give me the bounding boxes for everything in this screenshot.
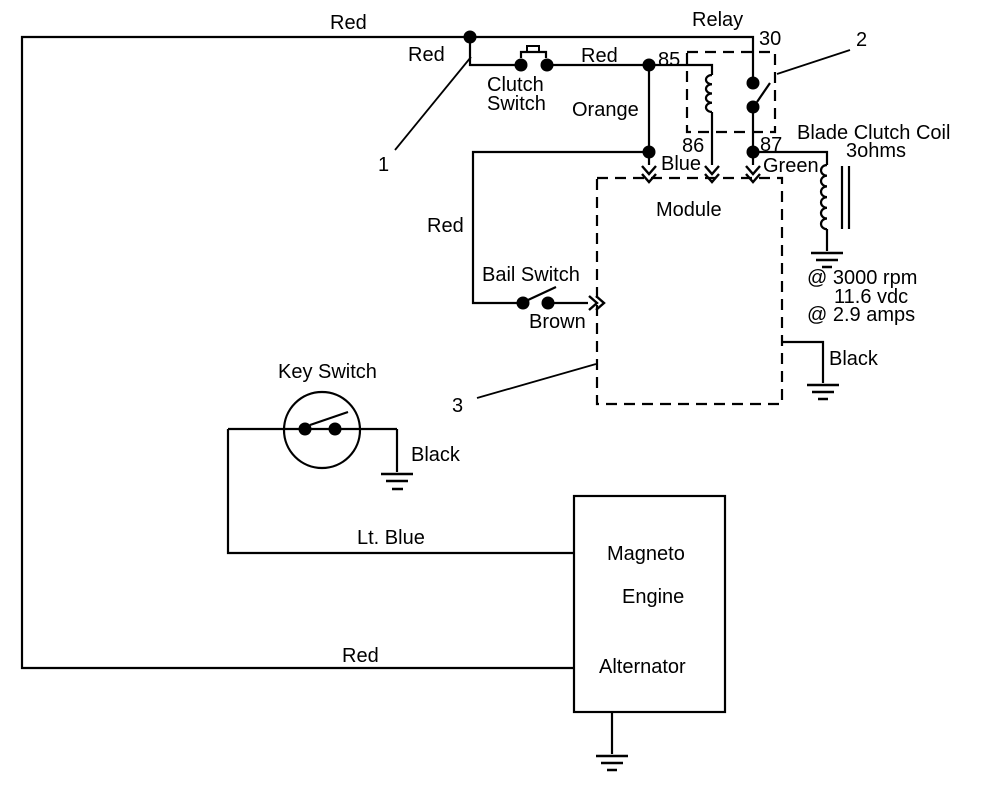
relay-contact-lever: [756, 82, 771, 103]
junction-dot-85: [642, 58, 656, 72]
arrow-86-into-module: [704, 165, 720, 184]
wire-label-red-left: Red: [427, 215, 464, 237]
relay-contact-bottom: [746, 100, 760, 114]
relay-terminal-30: 30: [759, 28, 782, 50]
relay-label: Relay: [692, 9, 744, 31]
blade-clutch-coil-label: Blade Clutch Coil: [797, 122, 951, 144]
wire-red-main-loop: [20, 35, 755, 670]
bail-switch-contact-left: [516, 296, 530, 310]
wire-label-blue: Blue: [661, 153, 702, 175]
key-switch-lever: [309, 410, 349, 427]
callout-2-line: [776, 49, 851, 75]
blade-clutch-coil-resistance: 3ohms: [846, 140, 907, 162]
arrow-green-into-module: [745, 165, 761, 184]
callout-1-line: [394, 56, 472, 151]
coil-spec-vdc: 11.6 vdc: [834, 286, 909, 308]
clutch-switch-contact-left: [514, 58, 528, 72]
wire-red-drop-to-clutch-switch: [468, 37, 515, 67]
ground-symbol-engine: [596, 754, 628, 772]
wire-label-red-bottom: Red: [342, 645, 379, 667]
wire-label-red-top: Red: [330, 12, 367, 34]
ground-symbol-blade-coil: [811, 251, 843, 269]
relay-terminal-86: 86: [682, 135, 705, 157]
arrow-blue-into-module: [641, 165, 657, 184]
clutch-switch-button-nub: [526, 45, 540, 53]
callout-1-label: 1: [378, 154, 390, 176]
callout-3-label: 3: [452, 395, 464, 417]
blade-coil-symbol: [819, 163, 829, 251]
clutch-switch-label-line2: Switch: [487, 93, 546, 115]
blade-coil-core-lines: [840, 166, 851, 229]
bail-switch-label: Bail Switch: [482, 264, 580, 286]
engine-label-line2: Engine: [622, 586, 685, 608]
junction-dot-87: [746, 145, 760, 159]
engine-label-line3: Alternator: [599, 656, 686, 678]
relay-coil-symbol: [704, 73, 713, 114]
wire-label-lt-blue: Lt. Blue: [357, 527, 425, 549]
ground-symbol-module: [807, 383, 839, 401]
callout-3-line: [476, 363, 597, 399]
wire-label-black-key: Black: [411, 444, 460, 466]
wire-lt-blue: [226, 429, 574, 555]
relay-contact-top: [746, 76, 760, 90]
callout-2-label: 2: [856, 29, 868, 51]
wire-label-green: Green: [763, 155, 819, 177]
wire-label-red-drop: Red: [408, 44, 445, 66]
bail-switch-lever: [527, 286, 557, 301]
wire-black-module-ground: [782, 340, 825, 383]
coil-spec-rpm: @ 3000 rpm: [807, 267, 918, 289]
relay-terminal-85: 85: [658, 49, 681, 71]
clutch-switch-contact-right: [540, 58, 554, 72]
relay-box: [685, 50, 777, 134]
junction-dot-top-red: [463, 30, 477, 44]
wire-label-black-module: Black: [829, 348, 878, 370]
engine-box: [572, 494, 727, 714]
wire-label-brown: Brown: [529, 311, 586, 333]
module-input-arrows: [588, 165, 761, 311]
wire-red-left-bail: [471, 150, 649, 305]
key-switch-contact-right: [328, 422, 342, 436]
key-switch-body: [282, 390, 362, 470]
wire-green-branch: [753, 150, 829, 165]
wire-85-to-relay-coil: [649, 63, 714, 75]
relay-terminal-87: 87: [760, 134, 783, 156]
clutch-switch-label-line1: Clutch: [487, 74, 544, 96]
bail-switch-contact-right: [541, 296, 555, 310]
module-label: Module: [656, 199, 722, 221]
arrow-brown-into-module: [588, 295, 606, 311]
module-box: [595, 176, 784, 406]
wire-label-red-clutch: Red: [581, 45, 618, 67]
key-switch-label: Key Switch: [278, 361, 377, 383]
ground-symbol-key-switch: [381, 472, 413, 491]
key-switch-contact-left: [298, 422, 312, 436]
junction-dots: [298, 30, 760, 436]
engine-label-line1: Magneto: [607, 543, 685, 565]
wire-label-orange: Orange: [572, 99, 639, 121]
coil-spec-amps: @ 2.9 amps: [807, 304, 916, 326]
junction-dot-blue: [642, 145, 656, 159]
